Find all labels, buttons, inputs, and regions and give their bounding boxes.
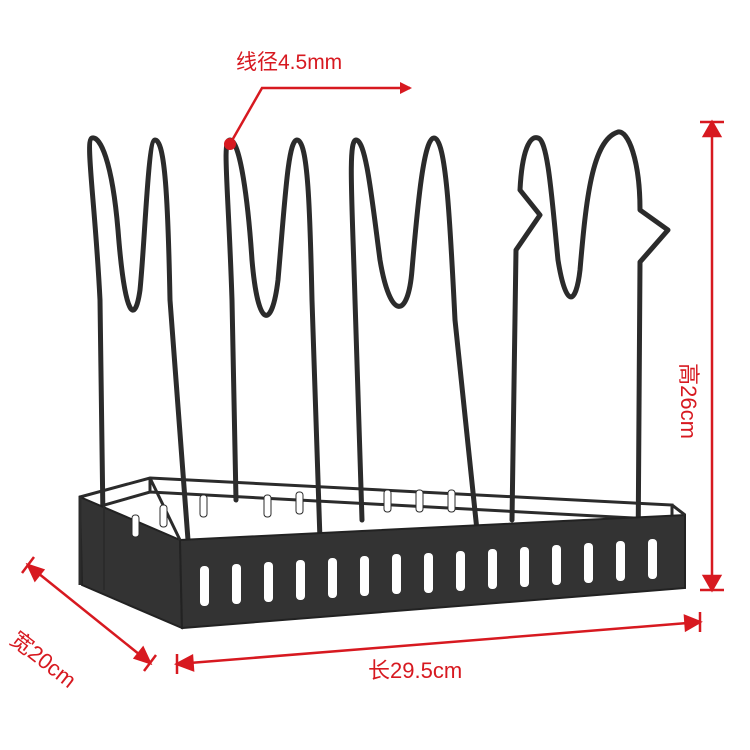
height-arrow-bottom: [700, 574, 724, 593]
length-arrow-right: [683, 612, 703, 633]
length-label: 长29.5cm: [368, 658, 463, 683]
length-arrow-left: [173, 653, 195, 674]
width-line: [27, 564, 151, 664]
wire-leader-line: [228, 82, 412, 145]
width-arrow-top: [21, 556, 46, 583]
dimension-annotations: [21, 82, 724, 674]
rack-slots-front: [200, 539, 657, 606]
rack-slots-back: [131, 489, 456, 538]
wire-diameter-label: 线径4.5mm: [236, 51, 343, 74]
rack-wire-dividers: [87, 129, 671, 563]
width-arrow-bottom: [132, 645, 157, 672]
length-line: [176, 620, 701, 666]
rack-side-left: [78, 497, 105, 590]
height-label: 高26cm: [675, 363, 701, 439]
height-arrow-top: [700, 119, 724, 138]
